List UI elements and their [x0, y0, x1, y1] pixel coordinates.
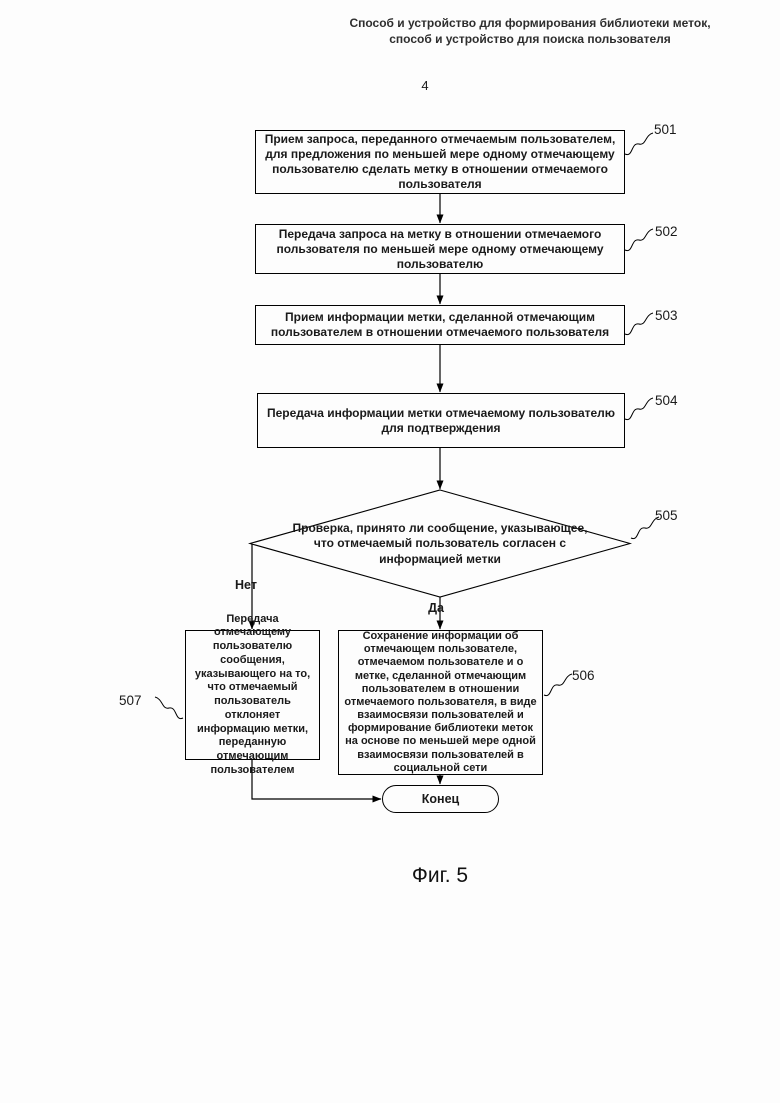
decision-505-text: Проверка, принято ли сообщение, указываю… — [290, 503, 590, 585]
header-line-1: Способ и устройство для формирования биб… — [349, 16, 711, 30]
flow-step-504: Передача информации метки отмечаемому по… — [257, 393, 625, 448]
flow-arrows — [248, 194, 444, 803]
flow-step-506-text: Сохранение информации об отмечающем поль… — [344, 629, 537, 774]
ref-number-503: 503 — [655, 308, 678, 323]
flow-step-503-text: Прием информации метки, сделанной отмеча… — [270, 310, 610, 339]
flow-step-501-text: Прием запроса, переданного отмечаемым по… — [264, 132, 616, 191]
flow-step-506: Сохранение информации об отмечающем поль… — [338, 630, 543, 775]
document-header: Способ и устройство для формирования биб… — [330, 16, 730, 47]
flow-step-507-text: Передача отмечающему пользователю сообще… — [194, 612, 311, 776]
branch-label-yes: Да — [428, 601, 444, 615]
ref-number-505: 505 — [655, 508, 678, 523]
ref-number-502: 502 — [655, 224, 678, 239]
figure-caption: Фиг. 5 — [411, 864, 469, 887]
end-terminal: Конец — [382, 785, 499, 813]
header-line-2: способ и устройство для поиска пользоват… — [389, 31, 671, 46]
ref-number-507: 507 — [119, 693, 142, 708]
ref-number-506: 506 — [572, 668, 595, 683]
branch-label-no: Нет — [235, 578, 257, 592]
flow-step-501: Прием запроса, переданного отмечаемым по… — [255, 130, 625, 194]
decision-505-text-content: Проверка, принято ли сообщение, указываю… — [292, 520, 588, 566]
ref-number-504: 504 — [655, 393, 678, 408]
flow-step-507: Передача отмечающему пользователю сообще… — [185, 613, 320, 776]
flow-step-504-text: Передача информации метки отмечаемому по… — [266, 405, 616, 435]
flow-step-502: Передача запроса на метку в отношении от… — [255, 224, 625, 274]
ref-number-501: 501 — [654, 122, 677, 137]
reference-squiggles — [154, 132, 660, 720]
flow-step-503: Прием информации метки, сделанной отмеча… — [255, 305, 625, 345]
page-number: 4 — [421, 78, 429, 93]
flow-step-502-text: Передача запроса на метку в отношении от… — [276, 226, 604, 271]
